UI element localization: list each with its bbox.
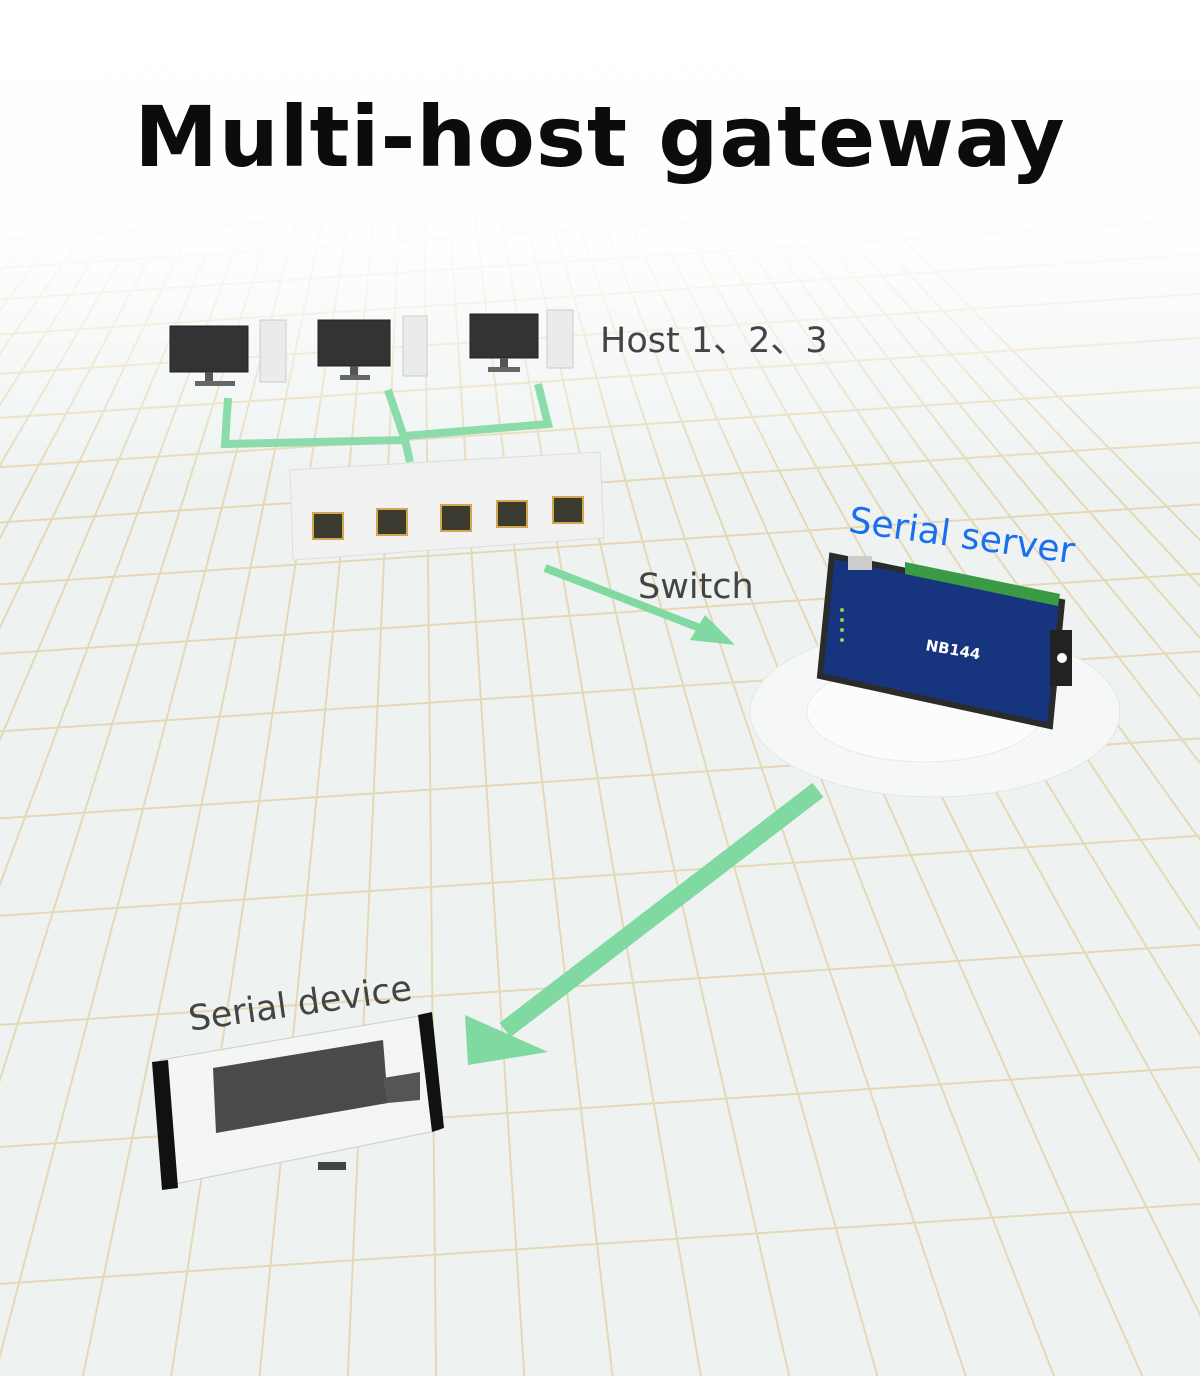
- arrow-to-serial-device: [465, 782, 824, 1065]
- switch-ports: [312, 496, 584, 540]
- hosts-label: Host 1、2、3: [600, 321, 828, 361]
- host-2-icon: [317, 315, 428, 380]
- page-title: Multi-host gateway: [134, 88, 1066, 186]
- network-cables: [220, 383, 554, 463]
- arrow-to-server: [543, 564, 735, 645]
- switch-icon: [289, 451, 605, 561]
- serial-server-device: NB144: [816, 552, 1072, 730]
- serial-device-icon: [152, 1012, 444, 1190]
- host-1-icon: [169, 319, 287, 386]
- host-3-icon: [469, 309, 574, 372]
- switch-label: Switch: [638, 567, 754, 607]
- host-computers: [169, 309, 574, 386]
